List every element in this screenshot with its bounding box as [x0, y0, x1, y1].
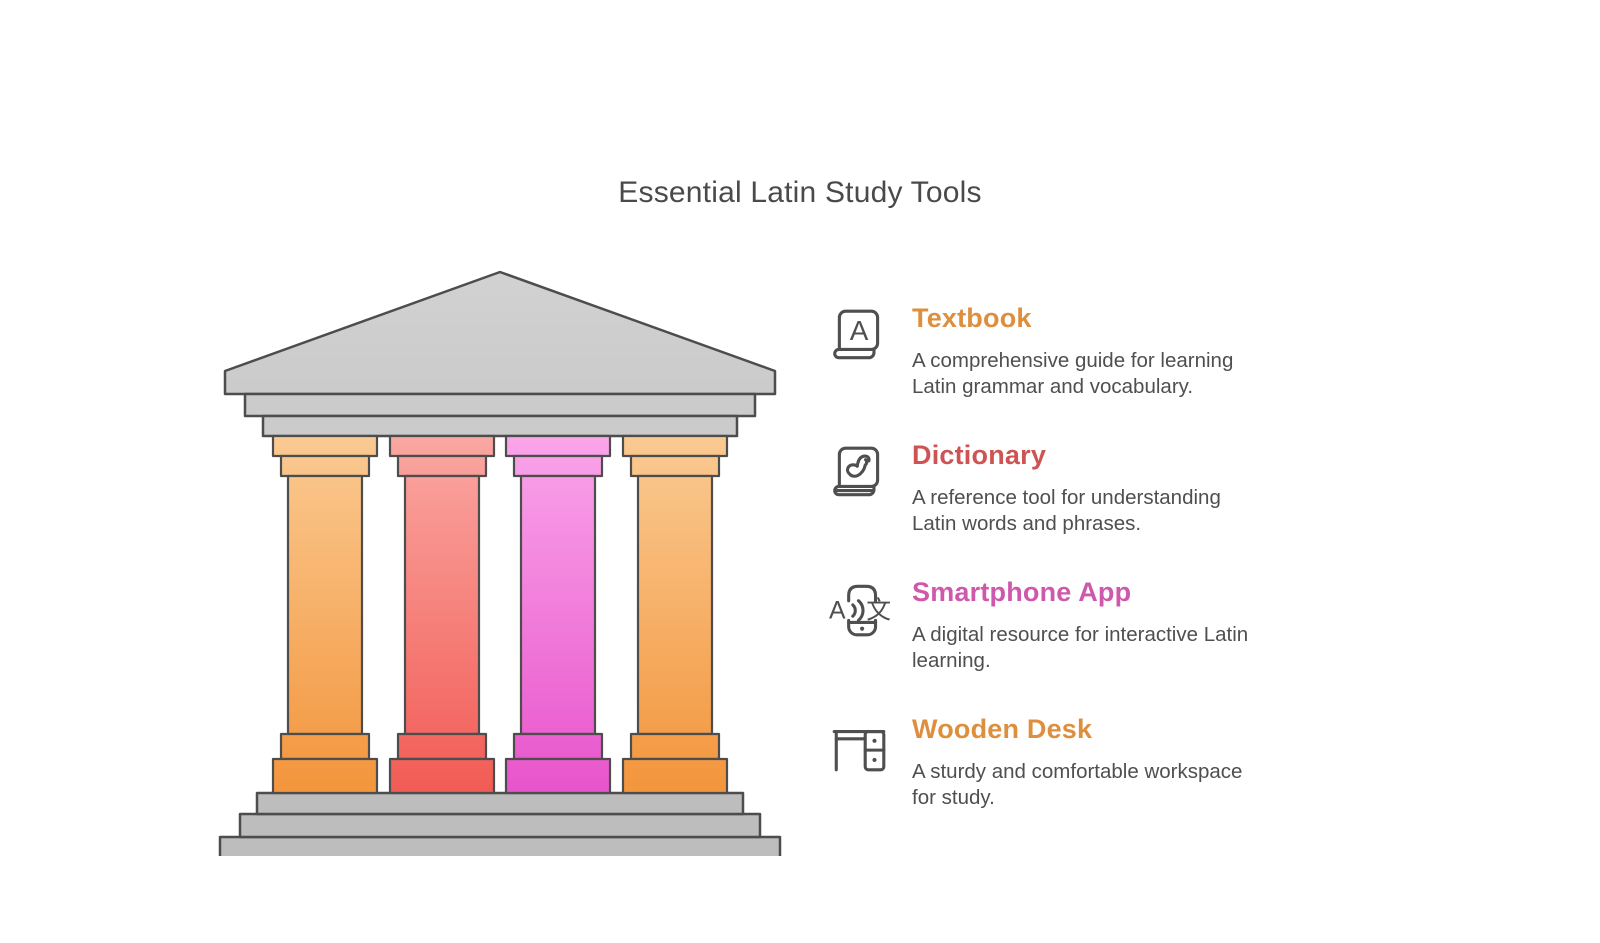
desk-icon: [832, 729, 886, 772]
legend-heading-textbook: Textbook: [912, 303, 1032, 333]
temple-pillar-3: [504, 434, 612, 795]
legend-heading-desk: Wooden Desk: [912, 714, 1093, 744]
dictionary-book-icon: [833, 446, 880, 497]
svg-text:A: A: [850, 315, 869, 346]
legend-desc-textbook: A comprehensive guide for learning Latin…: [912, 349, 1234, 398]
temple-pediment: [223, 270, 777, 396]
legend-desc-desk: A sturdy and comfortable workspace for s…: [912, 760, 1243, 809]
temple-pillar-2: [388, 434, 496, 795]
svg-text:A: A: [829, 597, 846, 624]
legend-desc-dictionary: A reference tool for understanding Latin…: [912, 486, 1221, 535]
temple-entablature-lower: [261, 414, 739, 438]
svg-text:文: 文: [866, 596, 890, 624]
temple-illustration: [218, 270, 782, 856]
temple-entablature-upper: [243, 392, 757, 418]
temple-pillar-4: [621, 434, 729, 795]
legend-list: A Textbook A comprehensive guide for lea…: [828, 303, 1308, 851]
temple-step-middle: [238, 812, 762, 839]
legend-heading-smartphone: Smartphone App: [912, 577, 1132, 607]
temple-step-top: [255, 791, 745, 816]
book-a-icon: A: [833, 309, 880, 360]
legend-heading-dictionary: Dictionary: [912, 440, 1047, 470]
legend-item-dictionary: Dictionary A reference tool for understa…: [828, 440, 1308, 537]
translate-phone-icon: A 文: [829, 584, 890, 637]
temple-step-bottom: [218, 835, 782, 856]
temple-pillar-1: [271, 434, 379, 795]
legend-item-desk: Wooden Desk A sturdy and comfortable wor…: [828, 714, 1308, 811]
legend-desc-smartphone: A digital resource for interactive Latin…: [912, 623, 1249, 672]
legend-item-textbook: A Textbook A comprehensive guide for lea…: [828, 303, 1308, 400]
legend-item-smartphone: A 文 Smartphone App A digital resource fo…: [828, 577, 1308, 674]
diagram-title: Essential Latin Study Tools: [618, 176, 982, 209]
